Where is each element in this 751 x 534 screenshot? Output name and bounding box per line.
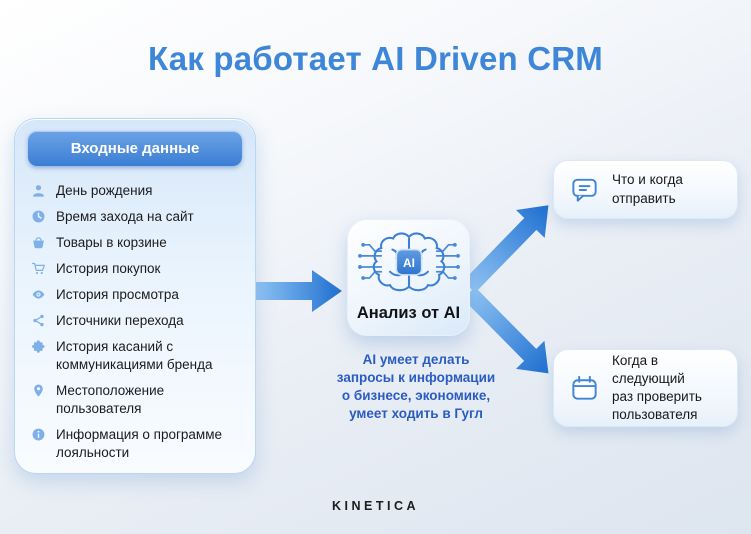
list-item-label: Товары в корзине bbox=[56, 235, 167, 250]
list-item: История просмотра bbox=[31, 286, 243, 304]
basket-icon bbox=[31, 235, 46, 250]
ai-capabilities-note: AI умеет делать запросы к информации о б… bbox=[336, 352, 496, 421]
calendar-icon bbox=[569, 373, 600, 404]
output-send-label: Что и когда отправить bbox=[612, 172, 683, 206]
puzzle-icon bbox=[31, 339, 46, 354]
input-data-header: Входные данные bbox=[28, 131, 242, 166]
clock-icon bbox=[31, 209, 46, 224]
share-icon bbox=[31, 313, 46, 328]
brand-logo: KINETICA bbox=[331, 499, 420, 513]
list-item-label: Информация о программе лояльности bbox=[56, 427, 223, 460]
output-send-box: Что и когда отправить bbox=[553, 160, 738, 219]
arrow-ai-to-send bbox=[462, 205, 549, 293]
list-item: Источники перехода bbox=[31, 312, 243, 330]
list-item: Информация о программе лояльности bbox=[31, 426, 243, 462]
list-item-label: История касаний с коммуникациями бренда bbox=[56, 339, 213, 372]
list-item-label: Время захода на сайт bbox=[56, 209, 194, 224]
ai-analysis-node: AI Анализ от AI bbox=[347, 219, 470, 336]
list-item-label: Местоположение пользователя bbox=[56, 383, 165, 416]
page-title: Как работает AI Driven CRM bbox=[148, 40, 603, 77]
list-item: Местоположение пользователя bbox=[31, 382, 243, 418]
list-item-label: История покупок bbox=[56, 261, 161, 276]
list-item: День рождения bbox=[31, 182, 243, 200]
info-icon bbox=[31, 427, 46, 442]
output-check-label: Когда в следующий раз проверить пользова… bbox=[612, 352, 702, 423]
list-item: Товары в корзине bbox=[31, 234, 243, 252]
message-icon bbox=[569, 174, 600, 205]
list-item: История покупок bbox=[31, 260, 243, 278]
ai-node-label: Анализ от AI bbox=[356, 304, 461, 322]
svg-text:AI: AI bbox=[403, 256, 415, 270]
arrow-input-to-ai bbox=[256, 270, 342, 312]
input-data-list: День рождения Время захода на сайт Товар… bbox=[15, 166, 255, 462]
ai-brain-icon: AI bbox=[355, 229, 463, 302]
pin-icon bbox=[31, 383, 46, 398]
person-icon bbox=[31, 183, 46, 198]
cart-icon bbox=[31, 261, 46, 276]
list-item: Время захода на сайт bbox=[31, 208, 243, 226]
eye-icon bbox=[31, 287, 46, 302]
list-item-label: День рождения bbox=[56, 183, 153, 198]
list-item-label: Источники перехода bbox=[56, 313, 184, 328]
input-data-panel: Входные данные День рождения Время заход… bbox=[14, 118, 256, 474]
list-item: История касаний с коммуникациями бренда bbox=[31, 338, 243, 374]
list-item-label: История просмотра bbox=[56, 287, 179, 302]
output-check-box: Когда в следующий раз проверить пользова… bbox=[553, 349, 738, 427]
